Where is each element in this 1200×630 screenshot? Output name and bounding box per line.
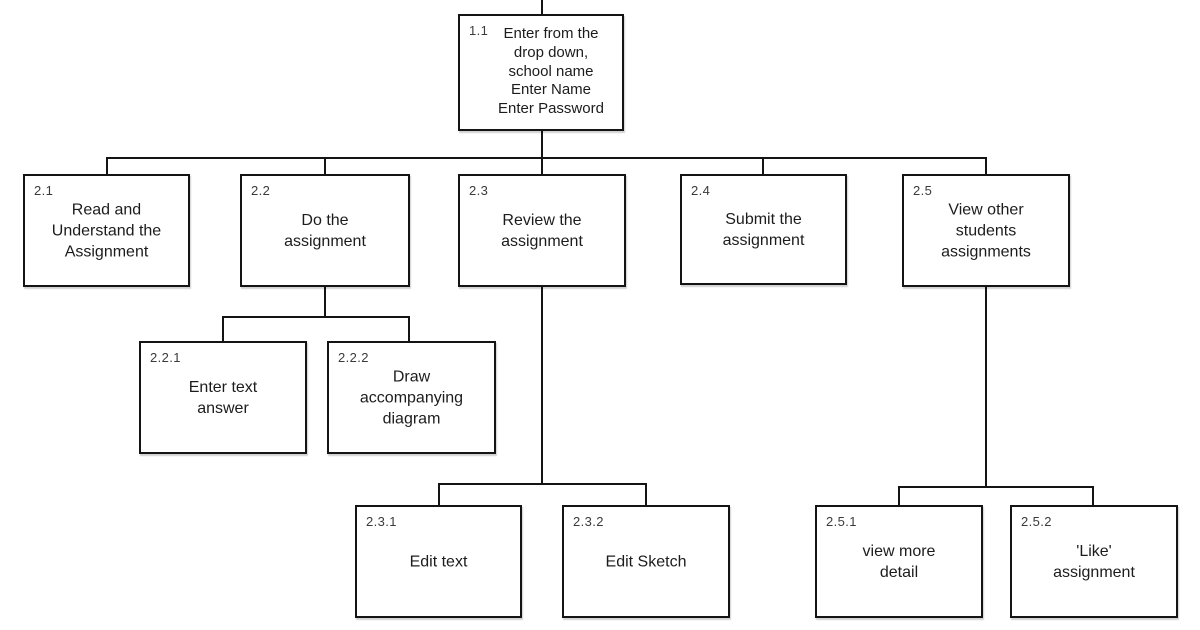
node-2-3-2: 2.3.2 Edit Sketch xyxy=(562,505,730,618)
node-label: Review the assignment xyxy=(501,211,583,250)
connector-drop-2-3-1 xyxy=(438,483,440,507)
node-label: View other students assignments xyxy=(941,200,1031,261)
connector-root-top xyxy=(541,0,543,15)
node-number: 2.4 xyxy=(691,183,711,198)
node-2-2: 2.2 Do the assignment xyxy=(240,174,410,287)
connector-2-3-horizontal xyxy=(438,483,647,485)
node-2-4: 2.4 Submit the assignment xyxy=(680,174,847,285)
connector-drop-2-5 xyxy=(985,157,987,176)
connector-drop-2-2-1 xyxy=(222,316,224,343)
node-2-5-1: 2.5.1 view more detail xyxy=(815,505,983,618)
node-2-2-1: 2.2.1 Enter text answer xyxy=(139,341,307,454)
node-label: Read and Understand the Assignment xyxy=(51,200,162,261)
connector-2-5-down xyxy=(985,285,987,488)
node-number: 2.3.1 xyxy=(366,514,397,529)
node-label: Enter from the drop down, school name En… xyxy=(498,25,604,117)
connector-2-3-down xyxy=(541,285,543,485)
connector-2-5-horizontal xyxy=(898,486,1094,488)
node-2-5: 2.5 View other students assignments xyxy=(902,174,1070,287)
connector-drop-2-5-2 xyxy=(1092,486,1094,507)
connector-drop-2-4 xyxy=(762,157,764,176)
connector-drop-2-2 xyxy=(324,157,326,176)
node-label: Edit Sketch xyxy=(605,552,687,570)
node-label: view more detail xyxy=(862,542,936,581)
connector-2-2-horizontal xyxy=(222,316,410,318)
node-number: 2.2.2 xyxy=(338,350,369,365)
connector-drop-2-2-2 xyxy=(408,316,410,343)
node-number: 2.5.2 xyxy=(1021,514,1052,529)
node-label: Draw accompanying diagram xyxy=(359,367,464,428)
node-number: 2.2 xyxy=(251,183,271,198)
connector-level2-horizontal xyxy=(106,157,987,159)
node-label: Submit the assignment xyxy=(722,210,805,249)
connector-drop-2-3 xyxy=(541,157,543,176)
node-2-5-2: 2.5.2 'Like' assignment xyxy=(1010,505,1178,618)
connector-1-1-down xyxy=(541,130,543,159)
node-number: 2.5 xyxy=(913,183,933,198)
node-label: Enter text answer xyxy=(188,378,258,417)
node-number: 2.5.1 xyxy=(826,514,857,529)
node-number: 2.3.2 xyxy=(573,514,604,529)
node-number: 2.1 xyxy=(34,183,54,198)
node-2-2-2: 2.2.2 Draw accompanying diagram xyxy=(327,341,496,454)
node-label: Do the assignment xyxy=(284,211,366,250)
node-1-1: 1.1 Enter from the drop down, school nam… xyxy=(458,14,624,131)
node-2-3: 2.3 Review the assignment xyxy=(458,174,626,287)
node-label: Edit text xyxy=(409,552,468,570)
connector-drop-2-5-1 xyxy=(898,486,900,507)
node-number: 2.2.1 xyxy=(150,350,181,365)
connector-drop-2-3-2 xyxy=(645,483,647,507)
node-2-3-1: 2.3.1 Edit text xyxy=(355,505,522,618)
connector-drop-2-1 xyxy=(106,157,108,176)
node-number: 1.1 xyxy=(469,23,489,38)
node-label: 'Like' assignment xyxy=(1053,542,1135,581)
connector-2-2-down xyxy=(324,285,326,318)
node-number: 2.3 xyxy=(469,183,489,198)
node-2-1: 2.1 Read and Understand the Assignment xyxy=(23,174,190,287)
